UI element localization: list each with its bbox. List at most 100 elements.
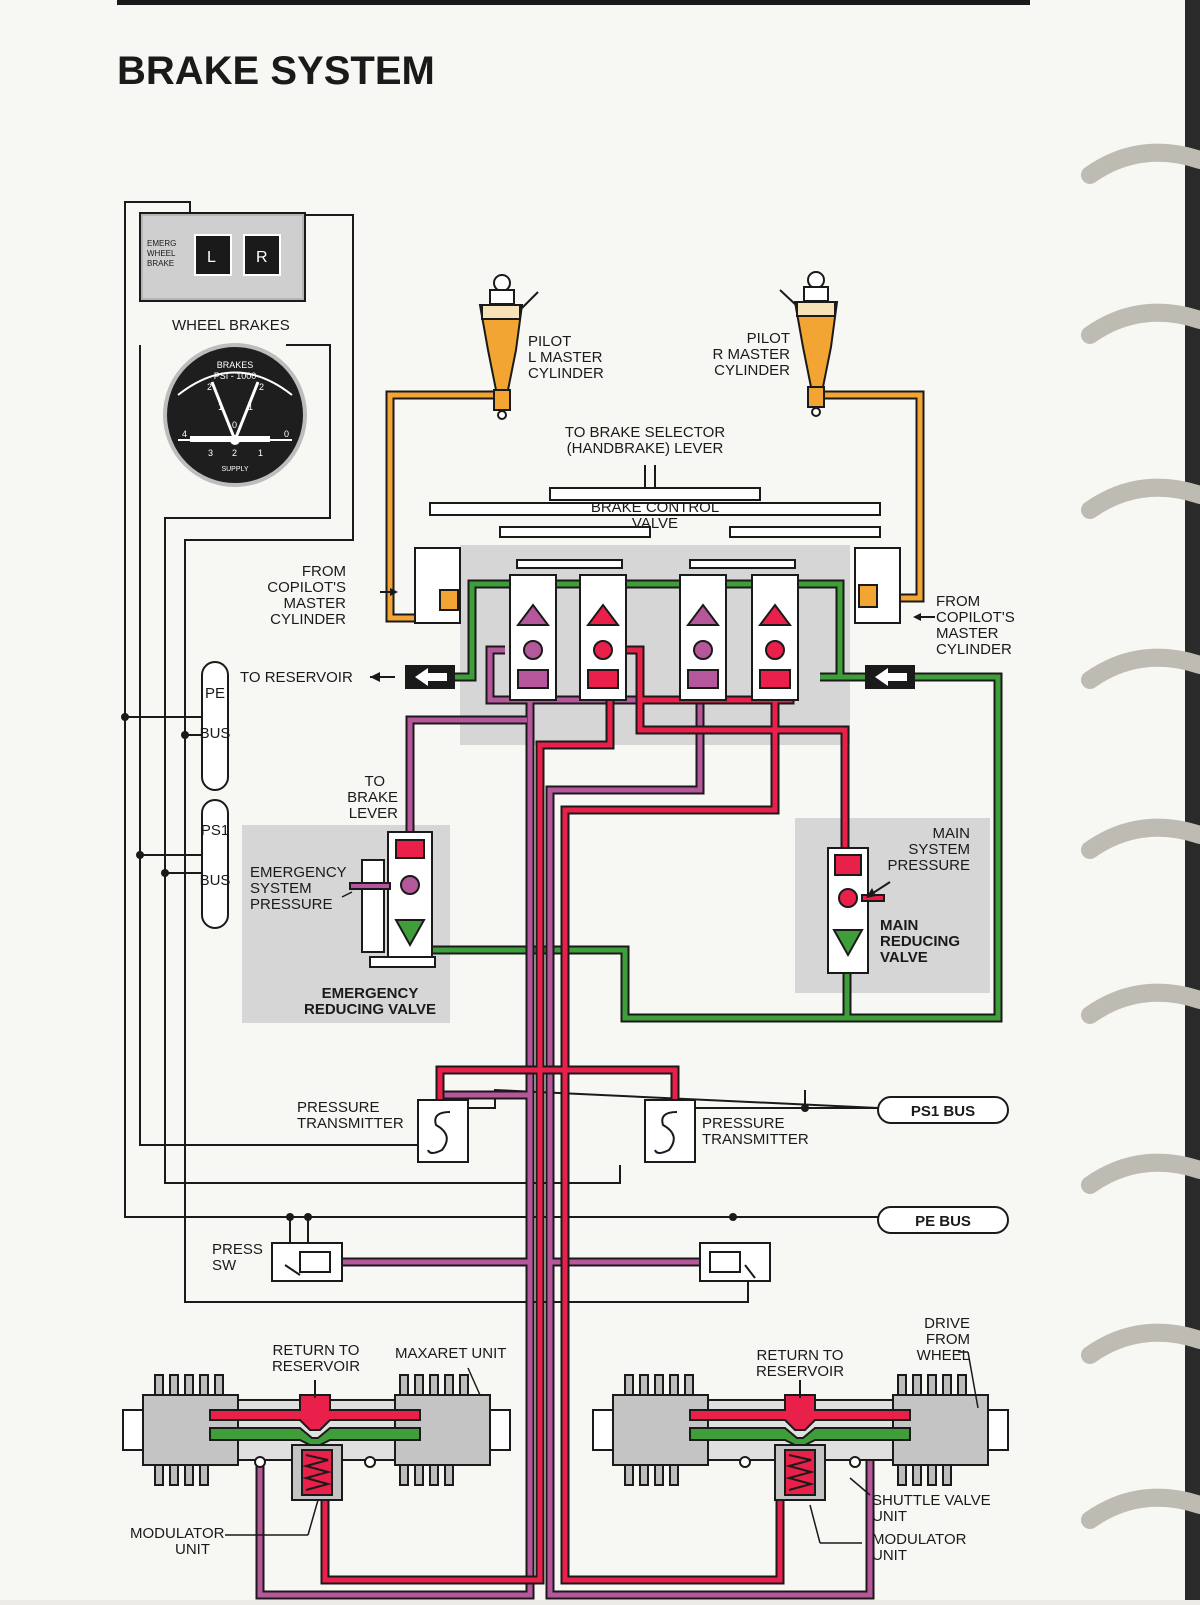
svg-text:PRESS: PRESS: [212, 1241, 263, 1258]
left-brake-button-label: L: [207, 249, 216, 266]
pe-bus-label: PE BUS: [877, 1206, 1009, 1234]
svg-text:0: 0: [232, 420, 237, 430]
svg-text:LEVER: LEVER: [349, 805, 398, 822]
svg-text:1: 1: [258, 448, 263, 458]
press-switch-left: [271, 1242, 343, 1282]
svg-text:TRANSMITTER: TRANSMITTER: [297, 1115, 404, 1132]
svg-text:MODULATOR: MODULATOR: [130, 1525, 225, 1542]
leader-lines: [225, 891, 979, 1544]
pressure-transmitter-left: [417, 1099, 469, 1163]
svg-text:UNIT: UNIT: [872, 1508, 907, 1525]
svg-text:SW: SW: [212, 1257, 237, 1274]
pressure-transmitter-left-label: PRESSURE TRANSMITTER: [297, 1099, 404, 1132]
right-brake-button[interactable]: [243, 234, 281, 276]
svg-text:DRIVE: DRIVE: [924, 1315, 970, 1332]
svg-text:MASTER: MASTER: [936, 625, 999, 642]
svg-text:PRESSURE: PRESSURE: [297, 1099, 380, 1116]
emergency-reducing-valve: [349, 831, 436, 968]
return-arrow-right: [865, 665, 915, 689]
svg-text:EMERGENCY: EMERGENCY: [322, 985, 419, 1002]
pe-bus-pill: PE BUS: [200, 661, 231, 791]
to-brake-lever-label: TO BRAKE LEVER: [347, 773, 398, 822]
svg-text:SYSTEM: SYSTEM: [250, 880, 312, 897]
svg-text:PE BUS: PE BUS: [915, 1213, 971, 1230]
svg-text:BRAKE: BRAKE: [147, 259, 174, 268]
electrical-wiring: [124, 201, 879, 1303]
svg-text:TO BRAKE SELECTOR: TO BRAKE SELECTOR: [565, 424, 725, 441]
main-reducing-valve-label: MAIN REDUCING VALVE: [880, 917, 960, 966]
return-left-label: RETURN TO RESERVOIR: [272, 1342, 360, 1375]
svg-text:RESERVOIR: RESERVOIR: [756, 1363, 844, 1380]
svg-text:PS1: PS1: [201, 822, 229, 839]
from-copilot-right-label: FROM COPILOT'S MASTER CYLINDER: [936, 593, 1015, 658]
svg-text:PE: PE: [205, 685, 225, 702]
spiral-binding: [1081, 143, 1200, 1529]
svg-text:CYLINDER: CYLINDER: [714, 362, 790, 379]
svg-text:RETURN TO: RETURN TO: [273, 1342, 360, 1359]
svg-text:UNIT: UNIT: [175, 1541, 210, 1558]
wheel-brakes-caption: WHEEL BRAKES: [172, 317, 290, 334]
svg-text:SHUTTLE VALVE: SHUTTLE VALVE: [872, 1492, 991, 1509]
svg-text:1: 1: [218, 402, 223, 412]
modulator-left-label: MODULATOR UNIT: [130, 1525, 225, 1558]
emergency-system-pressure-label: EMERGENCY SYSTEM PRESSURE: [250, 864, 347, 913]
svg-text:FROM: FROM: [936, 593, 980, 610]
svg-text:TRANSMITTER: TRANSMITTER: [702, 1131, 809, 1148]
svg-text:TO: TO: [364, 773, 385, 790]
gauge-supply: SUPPLY: [221, 466, 248, 473]
svg-text:CYLINDER: CYLINDER: [270, 611, 346, 628]
left-brake-button[interactable]: [194, 234, 232, 276]
wire-junctions: [121, 713, 809, 1221]
svg-text:PRESSURE: PRESSURE: [702, 1115, 785, 1132]
svg-text:2: 2: [207, 382, 212, 392]
svg-text:3: 3: [208, 448, 213, 458]
return-right-label: RETURN TO RESERVOIR: [756, 1347, 844, 1380]
svg-text:2: 2: [232, 448, 237, 458]
svg-text:RETURN TO: RETURN TO: [757, 1347, 844, 1364]
svg-text:4: 4: [182, 429, 187, 439]
svg-text:VALVE: VALVE: [632, 515, 678, 532]
main-system-pressure-label: MAIN SYSTEM PRESSURE: [887, 825, 970, 874]
svg-text:PS1 BUS: PS1 BUS: [911, 1103, 975, 1120]
svg-text:BUS: BUS: [200, 725, 231, 742]
svg-text:EMERG: EMERG: [147, 239, 176, 248]
svg-text:MAIN: MAIN: [880, 917, 918, 934]
maxaret-unit-label: MAXARET UNIT: [395, 1345, 506, 1362]
svg-text:PRESSURE: PRESSURE: [250, 896, 333, 913]
top-rule: [117, 0, 1030, 5]
svg-text:FROM: FROM: [302, 563, 346, 580]
pilot-l-master-cylinder: [478, 274, 539, 420]
gauge-subtitle: PSI - 1000: [214, 371, 257, 381]
drive-from-wheel-label: DRIVE FROM WHEEL: [917, 1315, 970, 1364]
press-switch-right: [699, 1242, 771, 1282]
svg-text:MAIN: MAIN: [933, 825, 971, 842]
svg-text:L MASTER: L MASTER: [528, 349, 603, 366]
pilot-r-master-cylinder: [779, 271, 839, 417]
to-reservoir-label: TO RESERVOIR: [240, 669, 353, 686]
emergency-lines-fill: [257, 647, 873, 1598]
svg-text:PILOT: PILOT: [747, 330, 790, 347]
svg-text:RESERVOIR: RESERVOIR: [272, 1358, 360, 1375]
binding-edge: [1185, 0, 1200, 1600]
svg-text:CYLINDER: CYLINDER: [528, 365, 604, 382]
emergency-reducing-valve-label: EMERGENCY REDUCING VALVE: [304, 985, 436, 1018]
pressure-transmitter-right: [644, 1099, 696, 1163]
maxaret-unit-right: [592, 1374, 1009, 1501]
modulator-right-label: MODULATOR UNIT: [872, 1531, 967, 1564]
pressure-transmitter-right-label: PRESSURE TRANSMITTER: [702, 1115, 809, 1148]
wheel-brakes-panel: EMERG WHEEL BRAKE L R: [139, 212, 306, 302]
right-brake-button-label: R: [256, 249, 268, 266]
svg-text:MASTER: MASTER: [283, 595, 346, 612]
svg-text:VALVE: VALVE: [880, 949, 928, 966]
svg-text:EMERGENCY: EMERGENCY: [250, 864, 347, 881]
ps1-bus-label: PS1 BUS: [877, 1096, 1009, 1124]
svg-text:0: 0: [284, 429, 289, 439]
svg-text:PRESSURE: PRESSURE: [887, 857, 970, 874]
svg-text:PILOT: PILOT: [528, 333, 571, 350]
svg-text:BRAKE CONTROL: BRAKE CONTROL: [591, 499, 719, 516]
svg-text:UNIT: UNIT: [872, 1547, 907, 1564]
svg-text:1: 1: [248, 402, 253, 412]
svg-text:FROM: FROM: [926, 1331, 970, 1348]
